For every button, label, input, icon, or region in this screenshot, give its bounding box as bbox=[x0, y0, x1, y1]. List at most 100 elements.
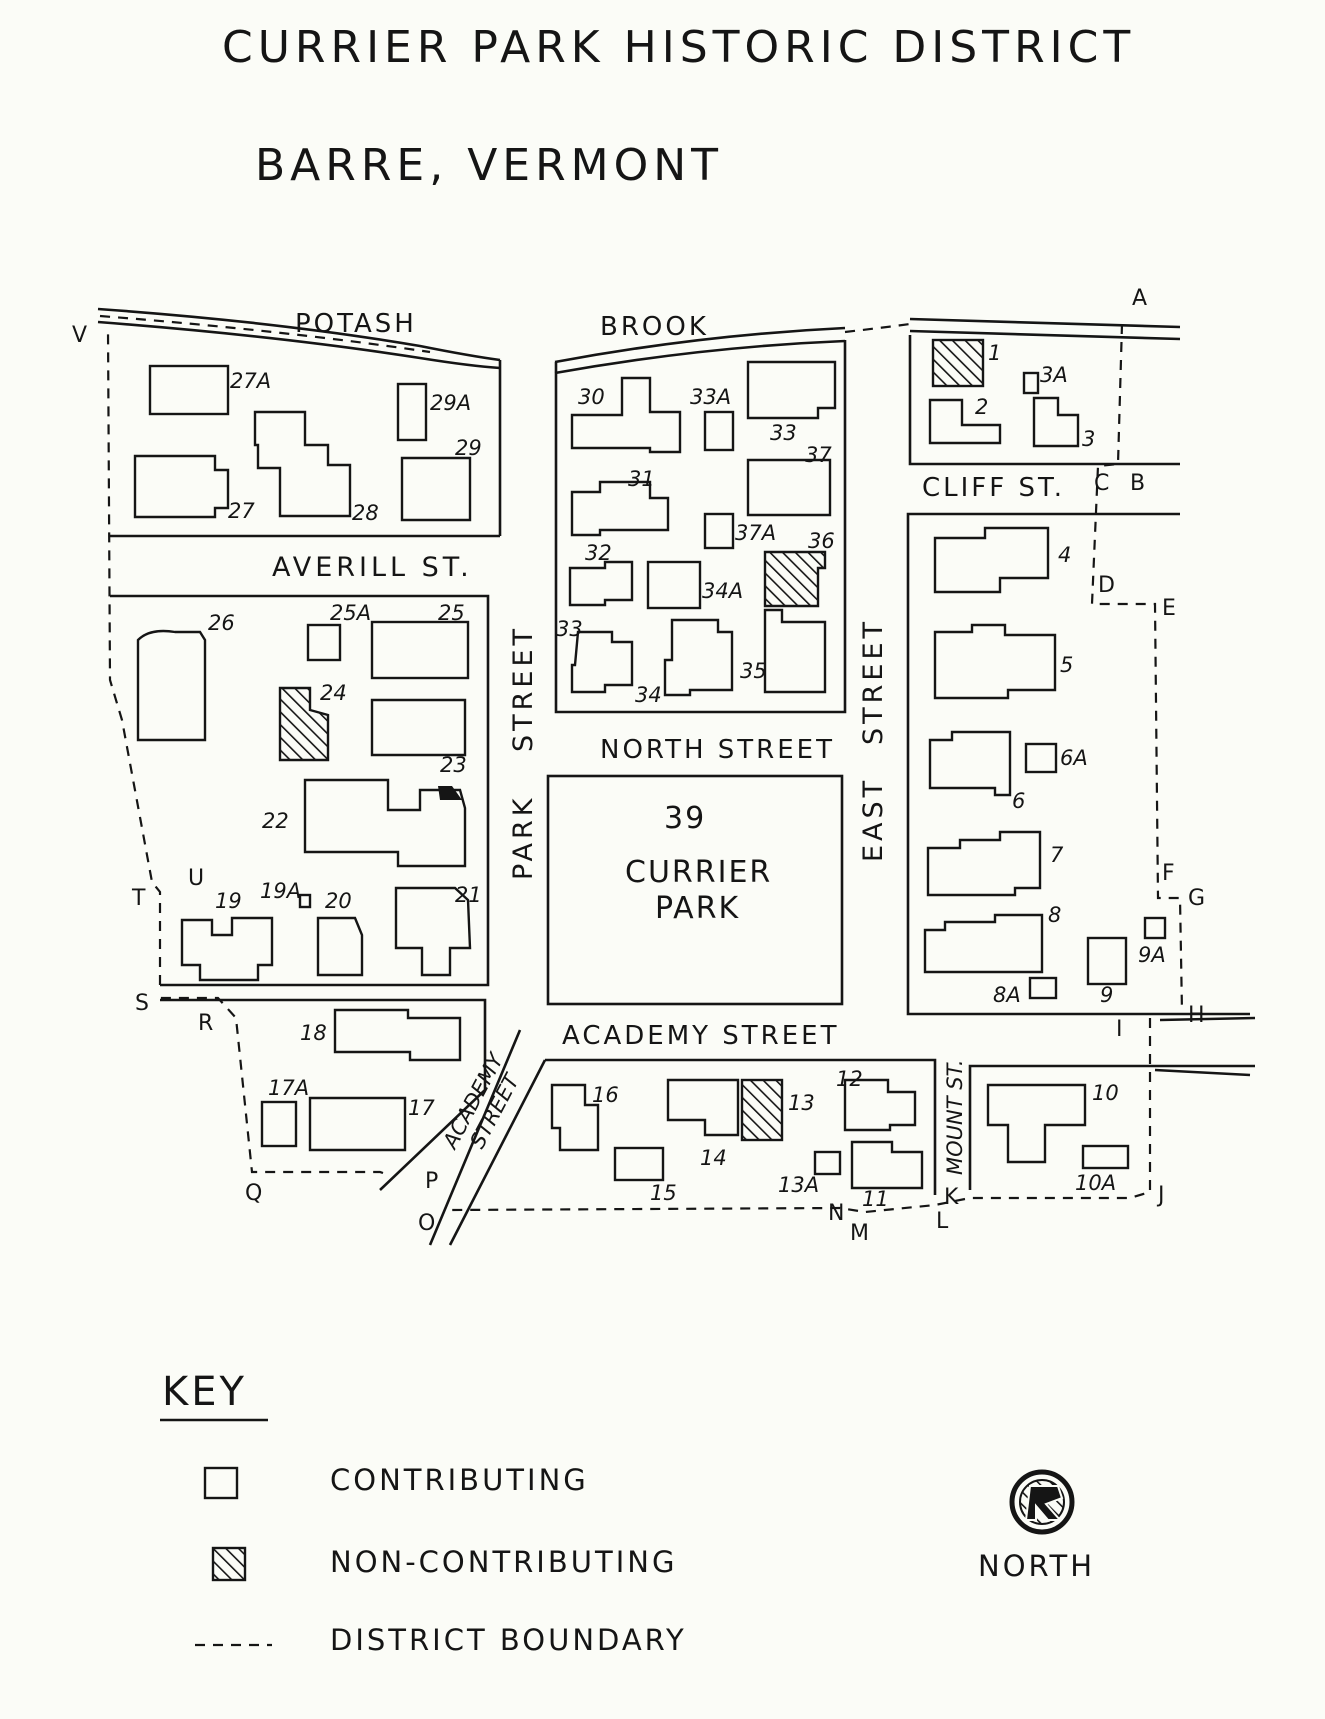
block-southwest bbox=[260, 1008, 462, 1152]
label-25a: 25A bbox=[330, 601, 371, 625]
point-m: M bbox=[850, 1221, 869, 1246]
label-14: 14 bbox=[700, 1146, 727, 1170]
label-3a: 3A bbox=[1040, 363, 1068, 387]
potash-brook bbox=[97, 307, 1181, 375]
label-21: 21 bbox=[455, 883, 482, 907]
label-23: 23 bbox=[440, 753, 467, 777]
label-13a: 13A bbox=[778, 1173, 819, 1197]
point-g: G bbox=[1188, 886, 1205, 911]
building-19a bbox=[298, 893, 312, 909]
building-8 bbox=[923, 913, 1044, 974]
building-26 bbox=[136, 629, 207, 742]
building-29 bbox=[400, 456, 472, 522]
label-29a: 29A bbox=[430, 391, 471, 415]
point-d: D bbox=[1098, 573, 1115, 598]
building-1 bbox=[931, 338, 985, 388]
building-15 bbox=[613, 1146, 665, 1182]
point-u: U bbox=[188, 866, 204, 891]
building-3 bbox=[1032, 396, 1080, 448]
park-street-word-street: STREET bbox=[508, 625, 539, 752]
building-12 bbox=[843, 1078, 917, 1132]
building-13a bbox=[813, 1150, 842, 1176]
building-29a bbox=[396, 382, 428, 442]
label-5: 5 bbox=[1060, 653, 1073, 677]
label-33: 33 bbox=[770, 421, 797, 445]
north-street-label: NORTH STREET bbox=[600, 735, 835, 765]
building-3a bbox=[1022, 371, 1040, 395]
east-street-word-street: STREET bbox=[858, 618, 889, 745]
label-27: 27 bbox=[228, 499, 255, 523]
key-noncontributing-symbol bbox=[211, 1546, 247, 1582]
label-13: 13 bbox=[788, 1091, 815, 1115]
district-boundary bbox=[106, 323, 1184, 1214]
label-18: 18 bbox=[300, 1021, 327, 1045]
building-33b bbox=[570, 630, 634, 694]
label-10: 10 bbox=[1092, 1081, 1119, 1105]
label-9a: 9A bbox=[1138, 943, 1166, 967]
academy-street-label: ACADEMY STREET bbox=[562, 1021, 840, 1051]
point-l: L bbox=[936, 1209, 949, 1234]
building-8a bbox=[1028, 976, 1058, 1000]
label-24: 24 bbox=[320, 681, 347, 705]
block-outlines bbox=[110, 335, 1256, 1246]
currier-park bbox=[546, 774, 844, 1006]
label-33b: 33 bbox=[556, 617, 583, 641]
point-a: A bbox=[1132, 286, 1147, 311]
label-15: 15 bbox=[650, 1181, 677, 1205]
label-27a: 27A bbox=[230, 369, 271, 393]
building-36 bbox=[763, 550, 827, 608]
building-9 bbox=[1086, 936, 1128, 986]
label-37a: 37A bbox=[735, 521, 776, 545]
point-t: T bbox=[131, 886, 146, 911]
key-boundary-label: DISTRICT BOUNDARY bbox=[330, 1623, 687, 1657]
park-street-word-park: PARK bbox=[508, 795, 539, 881]
building-34a bbox=[646, 560, 702, 610]
building-27a bbox=[148, 364, 230, 416]
label-17a: 17A bbox=[268, 1076, 309, 1100]
building-34 bbox=[663, 618, 734, 697]
label-6: 6 bbox=[1012, 789, 1025, 813]
block-east bbox=[923, 526, 1167, 1000]
building-16 bbox=[550, 1083, 600, 1152]
point-b: B bbox=[1130, 471, 1145, 496]
building-2 bbox=[928, 398, 1002, 445]
label-30: 30 bbox=[578, 385, 605, 409]
building-22-porch bbox=[438, 786, 462, 800]
building-10a bbox=[1081, 1144, 1130, 1170]
label-28: 28 bbox=[352, 501, 379, 525]
building-27 bbox=[133, 454, 230, 519]
building-17a bbox=[260, 1100, 298, 1148]
block-averill-north bbox=[133, 364, 472, 522]
building-24 bbox=[278, 686, 330, 762]
building-35 bbox=[763, 608, 827, 694]
building-19 bbox=[180, 916, 274, 982]
building-7 bbox=[926, 830, 1042, 897]
label-17: 17 bbox=[408, 1096, 435, 1120]
building-33a bbox=[703, 410, 735, 452]
building-14 bbox=[666, 1078, 740, 1137]
park-name-line2: PARK bbox=[655, 891, 740, 926]
label-1: 1 bbox=[988, 341, 1001, 365]
map-subtitle: BARRE, VERMONT bbox=[255, 140, 723, 191]
building-4 bbox=[933, 526, 1050, 594]
point-v: V bbox=[72, 323, 87, 348]
key-heading: KEY bbox=[162, 1369, 247, 1415]
point-i: I bbox=[1116, 1017, 1123, 1042]
building-30 bbox=[570, 376, 682, 454]
building-6a bbox=[1024, 742, 1058, 774]
key-contributing-label: CONTRIBUTING bbox=[330, 1463, 589, 1497]
key-contributing-symbol bbox=[203, 1466, 239, 1500]
building-6 bbox=[928, 730, 1012, 797]
building-31 bbox=[570, 480, 670, 537]
point-h: H bbox=[1188, 1003, 1205, 1028]
building-9a bbox=[1143, 916, 1167, 940]
building-13 bbox=[740, 1078, 784, 1142]
point-k: K bbox=[944, 1185, 959, 1210]
averill-street-label: AVERILL ST. bbox=[272, 552, 473, 583]
label-26: 26 bbox=[208, 611, 235, 635]
boundary-point-labels: A B C D E F G H I J K L M N O P Q R S T … bbox=[72, 286, 1205, 1246]
building-5 bbox=[933, 623, 1057, 700]
label-9: 9 bbox=[1100, 983, 1113, 1007]
label-36: 36 bbox=[808, 529, 835, 553]
label-8a: 8A bbox=[993, 983, 1021, 1007]
